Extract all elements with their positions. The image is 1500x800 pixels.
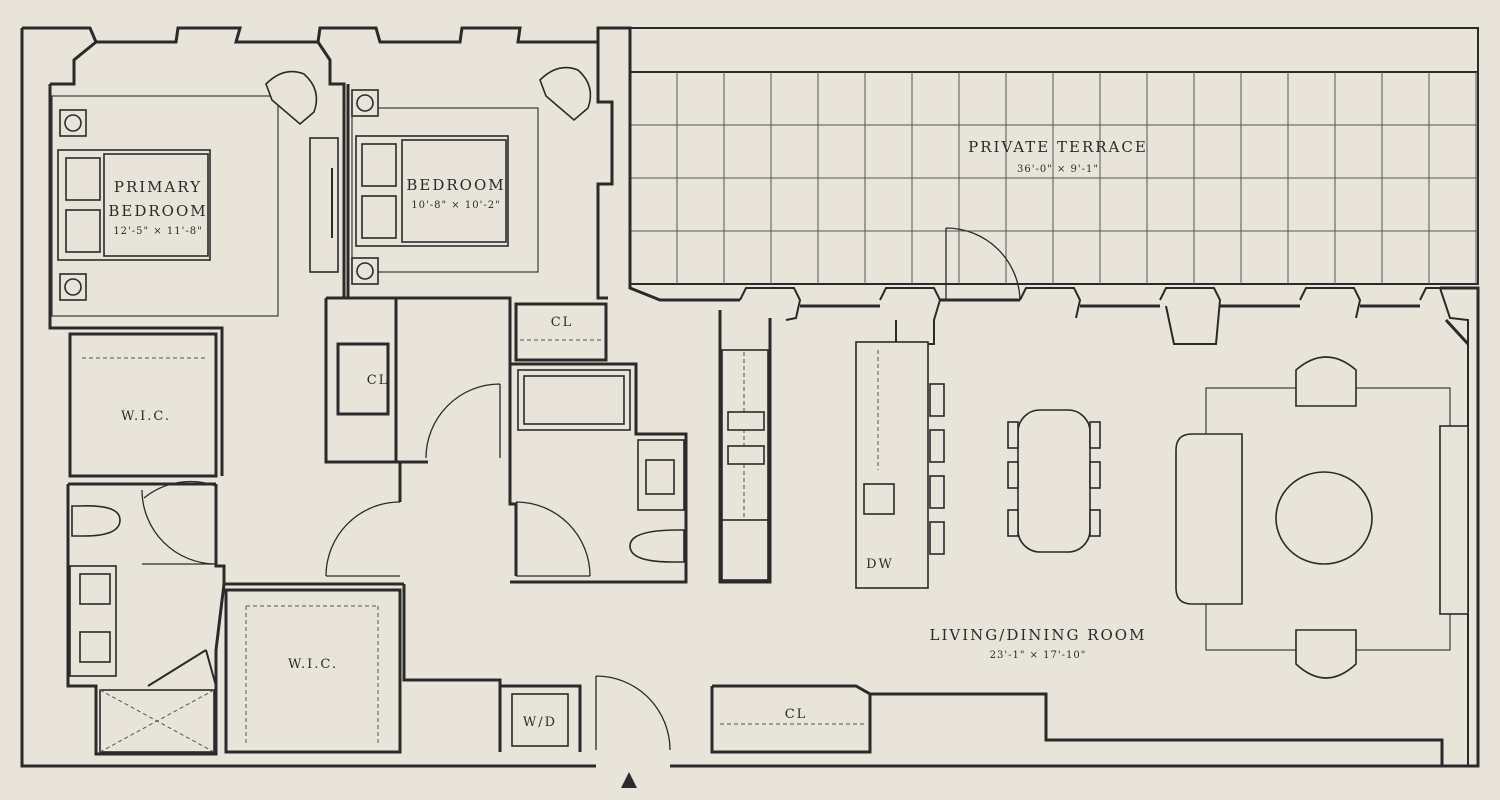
closet-label-1: CL [551,315,574,330]
living-name: LIVING/DINING ROOM [930,626,1147,644]
primary-bedroom-name-1: PRIMARY [114,178,202,196]
stove-burner [727,445,765,465]
bathroom-fixtures [69,369,685,753]
coffee-table [1275,471,1373,565]
bedroom-dims: 10'-8" × 10'-2" [411,200,500,211]
room-labels: PRIVATE TERRACE 36'-0" × 9'-1" PRIMARY B… [108,138,1148,730]
primary-bedroom-dims: 12'-5" × 11'-8" [113,226,202,237]
primary-bedroom-furniture [51,70,339,317]
kitchen-fixtures [721,341,945,589]
terrace-name: PRIVATE TERRACE [968,138,1148,156]
terrace-grid [630,72,1478,284]
kitchen-island [855,341,929,589]
toilet-icon [71,504,121,537]
dining-furniture [1007,409,1101,553]
dishwasher-label: DW [866,557,894,572]
washer-dryer-label: W/D [523,715,557,730]
bedroom-name: BEDROOM [406,176,505,194]
armchair-icon [1295,629,1357,679]
closets-and-appliances [82,339,864,747]
armchair-icon [1295,356,1357,407]
living-dims: 23'-1" × 17'-10" [990,650,1087,661]
closet-label-3: CL [785,707,808,722]
closet-label-2: CL [367,373,390,388]
interior-walls [48,40,1444,766]
sink [863,483,895,515]
triangle-up-icon [621,772,637,788]
wic-label-1: W.I.C. [121,409,171,424]
bedroom-furniture [351,66,592,285]
fridge [721,519,769,581]
exterior-walls [20,26,1480,768]
terrace-dims: 36'-0" × 9'-1" [1017,164,1099,175]
stove-burner [727,411,765,431]
toilet-icon [629,529,685,563]
armchair-icon [539,66,592,122]
door-swings [141,227,1021,751]
tv-console [1439,425,1469,615]
living-furniture [1175,356,1469,679]
wic-label-2: W.I.C. [288,657,338,672]
primary-bedroom-name-2: BEDROOM [108,202,207,220]
terrace-area [629,27,1479,285]
washer-dryer [511,693,569,747]
armchair-icon [265,70,318,126]
sofa [1175,433,1243,605]
dining-table [1017,409,1091,553]
